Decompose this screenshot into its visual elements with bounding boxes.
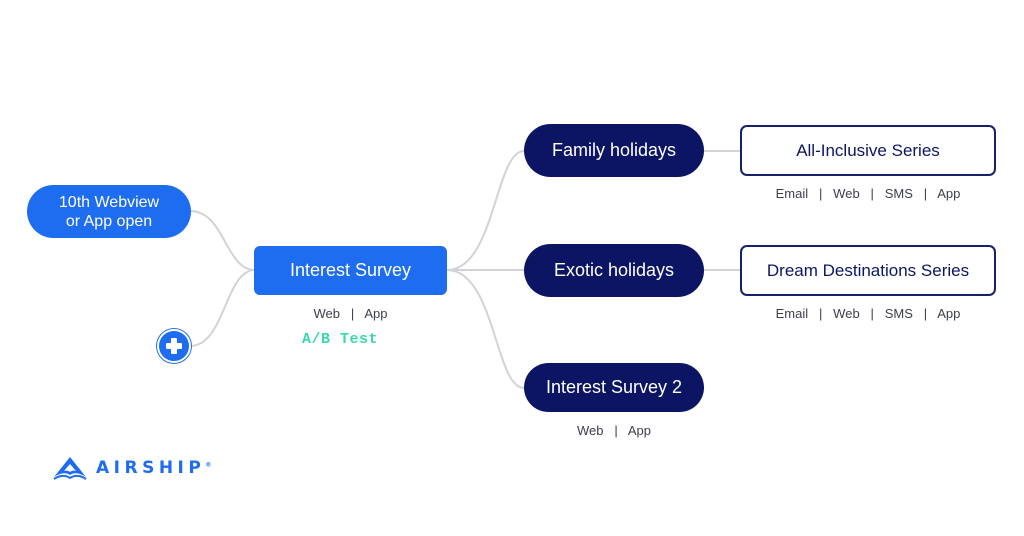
- interest-survey-label: Interest Survey: [289, 260, 412, 280]
- trigger-node[interactable]: 10th Webview or App open: [27, 185, 191, 238]
- connector-survey-family: [446, 150, 525, 271]
- branch-family-holidays[interactable]: Family holidays: [524, 124, 704, 177]
- airship-logo: AIRSHIP®: [52, 455, 211, 481]
- interest-survey-node[interactable]: Interest Survey: [254, 246, 447, 295]
- branch-interest-survey-2[interactable]: Interest Survey 2: [524, 363, 704, 412]
- all-inclusive-series-label: All-Inclusive Series: [796, 140, 940, 160]
- trigger-line-1: 10th Webview: [58, 193, 160, 211]
- all-inclusive-series-channels: Email | Web | SMS | App: [775, 186, 961, 201]
- connector-survey-survey2: [446, 269, 525, 389]
- branch-interest-survey-2-label: Interest Survey 2: [545, 377, 683, 397]
- branch-exotic-holidays-label: Exotic holidays: [553, 260, 675, 280]
- airship-logo-icon: [53, 457, 87, 480]
- airship-logo-text: AIRSHIP®: [96, 458, 211, 478]
- dream-destinations-series-node[interactable]: Dream Destinations Series: [740, 245, 996, 296]
- interest-survey-2-channels: Web | App: [577, 423, 651, 438]
- add-trigger-button[interactable]: [157, 329, 191, 363]
- connector-trigger-survey: [189, 210, 256, 271]
- logo-wordmark: AIRSHIP: [96, 458, 206, 478]
- dream-destinations-series-channels: Email | Web | SMS | App: [775, 306, 961, 321]
- connector-add-survey: [189, 269, 256, 347]
- registered-mark: ®: [205, 461, 212, 469]
- trigger-line-2: or App open: [65, 212, 153, 230]
- branch-family-holidays-label: Family holidays: [551, 140, 677, 160]
- branch-exotic-holidays[interactable]: Exotic holidays: [524, 244, 704, 297]
- dream-destinations-series-label: Dream Destinations Series: [766, 260, 970, 280]
- all-inclusive-series-node[interactable]: All-Inclusive Series: [740, 125, 996, 176]
- ab-test-label: A/B Test: [302, 331, 379, 348]
- interest-survey-channels: Web | App: [313, 306, 388, 321]
